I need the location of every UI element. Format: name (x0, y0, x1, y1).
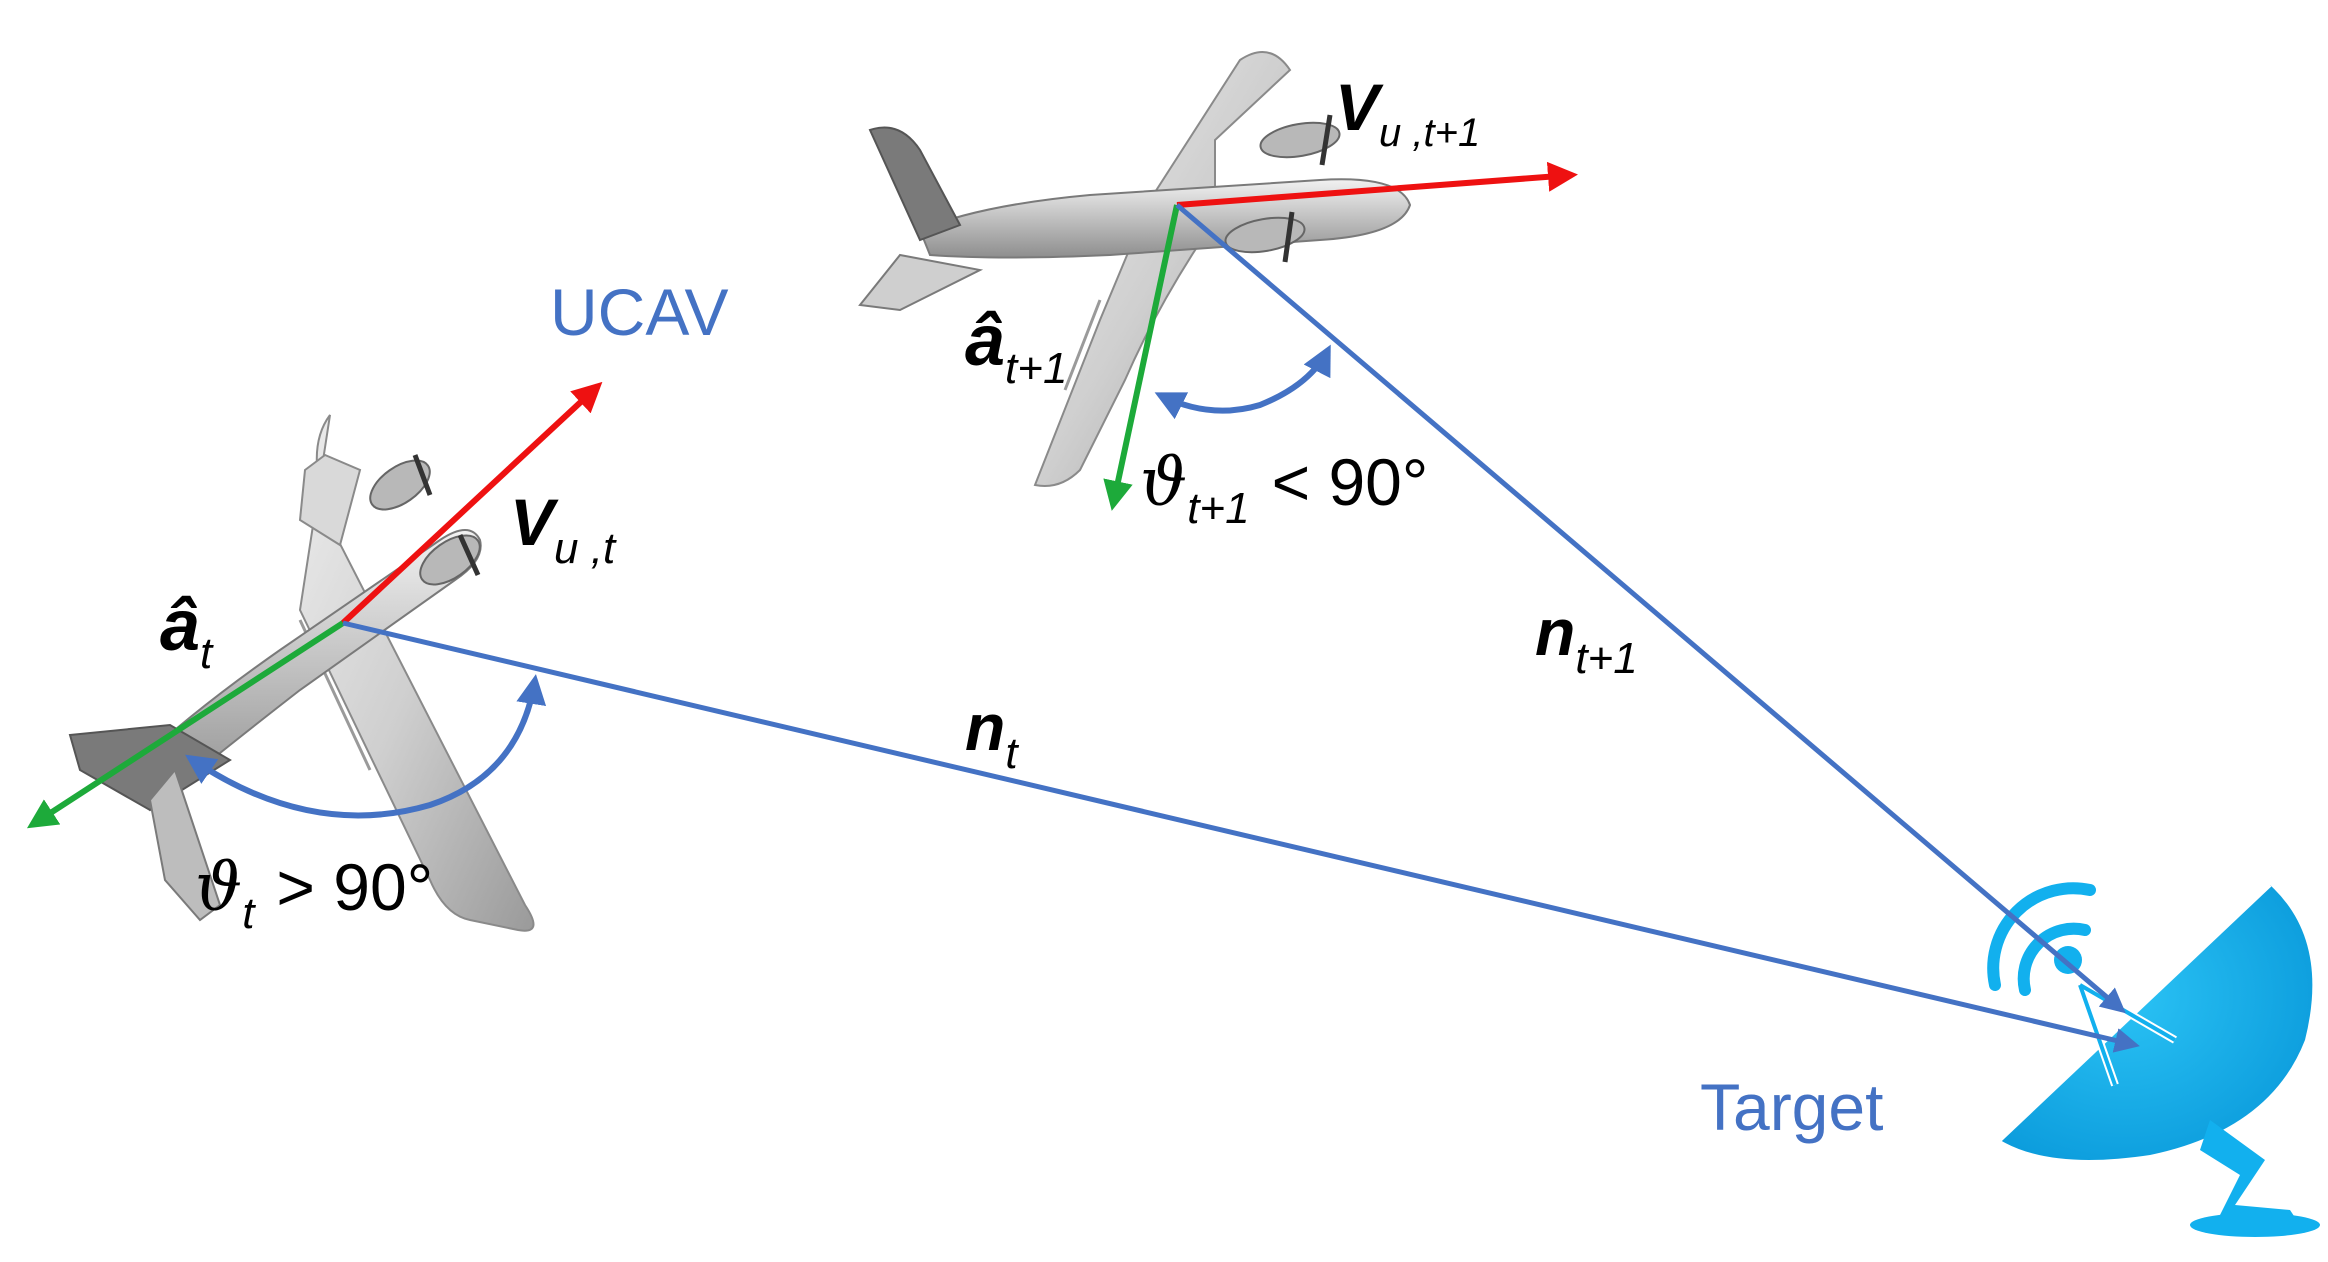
satellite-dish-icon (1987, 882, 2320, 1237)
angle-arc-t1 (1154, 344, 1331, 420)
los-label-t: nt (965, 690, 1019, 778)
ucav-aircraft-icon (858, 51, 1412, 487)
velocity-vector-t1 (1176, 161, 1578, 208)
ucav-label: UCAV (550, 275, 728, 349)
heading-label-t: ât (160, 586, 214, 678)
los-vector-t (342, 620, 2140, 1053)
velocity-label-t1: Vu ,t+1 (1335, 70, 1480, 155)
heading-vector-t1 (1103, 204, 1180, 511)
velocity-label-t: Vu ,t (510, 485, 617, 573)
angle-label-t1: ϑt+1< 90° (1140, 444, 1428, 533)
los-vector-t1 (1175, 203, 2126, 1014)
velocity-vector-t (340, 381, 603, 626)
angle-arc-t (185, 674, 547, 819)
target-label: Target (1700, 1070, 1883, 1144)
angle-label-t: ϑt> 90° (195, 849, 433, 938)
heading-label-t1: ât+1 (965, 301, 1067, 393)
los-label-t1: nt+1 (1535, 595, 1638, 683)
